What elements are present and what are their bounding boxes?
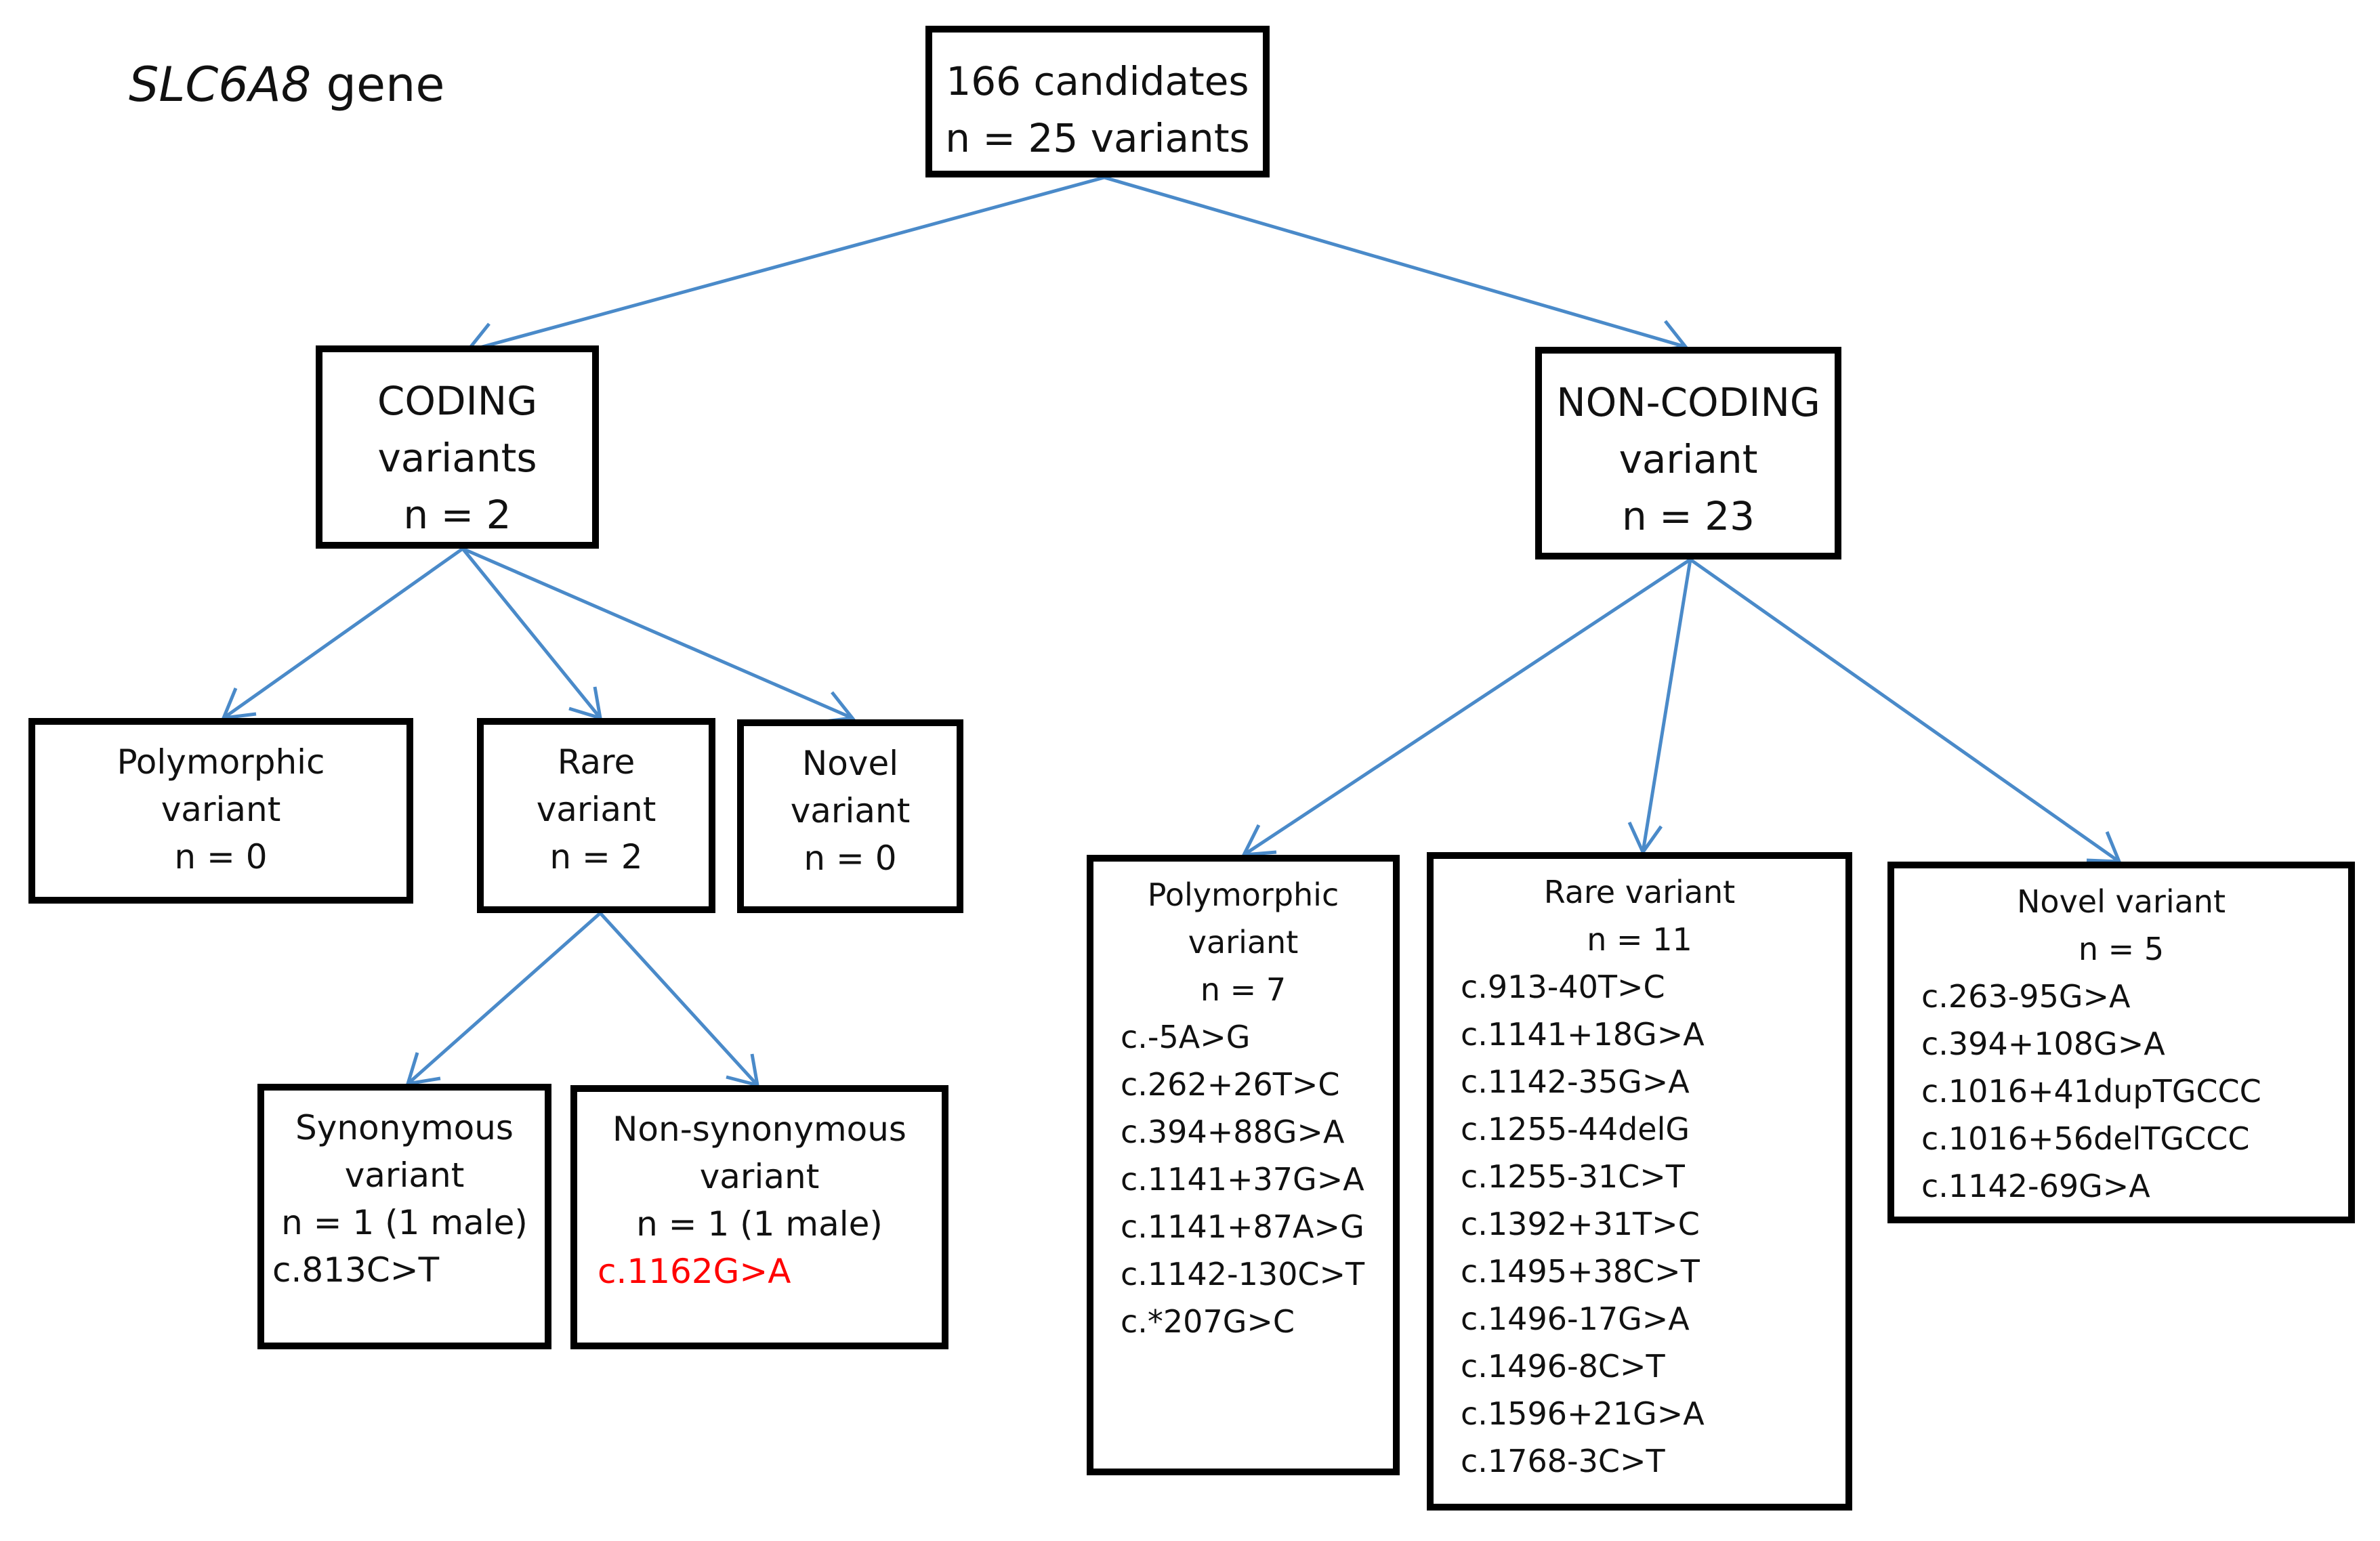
edge-rare-to-synonymous: [405, 912, 602, 1086]
noncoding-polymorphic-variant: c.394+88G>A: [1121, 1114, 1345, 1150]
noncoding-rare-variant: c.1768-3C>T: [1461, 1443, 1665, 1479]
noncoding-rare-variant: c.1142-35G>A: [1461, 1063, 1690, 1100]
coding-rare-line: Rare: [557, 742, 635, 782]
root-line: 166 candidates: [946, 58, 1249, 104]
coding-node: CODING variants n = 2: [316, 345, 599, 549]
noncoding-rare-line: Rare variant: [1543, 874, 1736, 910]
nonsynonymous-variant-highlight: c.1162G>A: [598, 1252, 791, 1291]
noncoding-polymorphic-variant: c.1141+37G>A: [1121, 1161, 1364, 1198]
coding-rare-line: variant: [536, 790, 656, 829]
noncoding-novel-node: Novel variant n = 5 c.263-95G>A c.394+10…: [1887, 862, 2355, 1223]
coding-novel-line: n = 0: [803, 839, 897, 878]
coding-line: variants: [377, 435, 537, 481]
noncoding-polymorphic-variant: c.262+26T>C: [1121, 1066, 1340, 1103]
noncoding-rare-variant: c.1496-17G>A: [1461, 1301, 1690, 1337]
noncoding-node: NON-CODING variant n = 23: [1535, 347, 1841, 560]
noncoding-rare-variant: c.1141+18G>A: [1461, 1016, 1705, 1053]
noncoding-rare-variant: c.1392+31T>C: [1461, 1206, 1700, 1242]
coding-line: CODING: [377, 378, 538, 424]
noncoding-novel-variant: c.1016+56delTGCCC: [1921, 1120, 2250, 1157]
edge-root-to-noncoding: [1104, 175, 1689, 353]
noncoding-novel-variant: c.263-95G>A: [1921, 978, 2131, 1015]
nonsynonymous-line: variant: [699, 1157, 820, 1196]
noncoding-rare-variant: c.1255-44delG: [1461, 1111, 1690, 1147]
synonymous-node: Synonymous variant n = 1 (1 male) c.813C…: [257, 1084, 551, 1349]
noncoding-rare-variant: c.1255-31C>T: [1461, 1158, 1685, 1195]
coding-polymorphic-line: variant: [161, 790, 281, 829]
coding-novel-node: Novel variant n = 0: [737, 719, 963, 913]
synonymous-line: variant: [344, 1156, 465, 1195]
noncoding-rare-line: n = 11: [1587, 921, 1692, 958]
noncoding-polymorphic-variant: c.1142-130C>T: [1121, 1256, 1365, 1292]
noncoding-polymorphic-variant: c.-5A>G: [1121, 1019, 1251, 1055]
noncoding-polymorphic-variant: c.*207G>C: [1121, 1303, 1295, 1340]
root-line: n = 25 variants: [945, 115, 1250, 161]
nonsynonymous-line: Non-synonymous: [612, 1110, 906, 1149]
noncoding-novel-variant: c.1142-69G>A: [1921, 1168, 2150, 1204]
noncoding-polymorphic-variant: c.1141+87A>G: [1121, 1208, 1364, 1245]
noncoding-polymorphic-line: variant: [1188, 924, 1299, 961]
nonsynonymous-node: Non-synonymous variant n = 1 (1 male) c.…: [570, 1085, 948, 1349]
noncoding-novel-line: Novel variant: [2017, 883, 2226, 920]
noncoding-line: variant: [1619, 436, 1758, 482]
edge-noncoding-to-rare: [1627, 559, 1692, 856]
synonymous-line: Synonymous: [295, 1108, 514, 1147]
noncoding-rare-variant: c.1496-8C>T: [1461, 1348, 1665, 1385]
noncoding-rare-variant: c.1495+38C>T: [1461, 1253, 1700, 1290]
noncoding-rare-variant: c.913-40T>C: [1461, 969, 1665, 1005]
coding-rare-line: n = 2: [549, 837, 643, 877]
edge-noncoding-to-poly: [1240, 557, 1692, 857]
gene-title: SLC6A8 gene: [129, 54, 444, 115]
nonsynonymous-line: n = 1 (1 male): [636, 1204, 883, 1244]
noncoding-novel-variant: c.394+108G>A: [1921, 1026, 2165, 1062]
noncoding-polymorphic-line: Polymorphic: [1147, 877, 1339, 913]
coding-polymorphic-node: Polymorphic variant n = 0: [28, 718, 413, 904]
noncoding-rare-node: Rare variant n = 11 c.913-40T>C c.1141+1…: [1427, 852, 1852, 1511]
coding-rare-node: Rare variant n = 2: [477, 718, 715, 913]
coding-line: n = 2: [403, 492, 512, 538]
noncoding-novel-line: n = 5: [2078, 931, 2165, 967]
root-node: 166 candidates n = 25 variants: [925, 26, 1270, 177]
gene-title-suffix: gene: [326, 57, 445, 112]
coding-polymorphic-line: Polymorphic: [117, 742, 325, 782]
noncoding-polymorphic-node: Polymorphic variant n = 7 c.-5A>G c.262+…: [1087, 855, 1400, 1475]
noncoding-line: n = 23: [1621, 493, 1755, 539]
edge-rare-to-nonsynonymous: [599, 912, 760, 1088]
gene-name: SLC6A8: [129, 57, 312, 112]
noncoding-polymorphic-line: n = 7: [1200, 971, 1287, 1008]
edge-root-to-coding: [464, 175, 1105, 357]
noncoding-novel-variant: c.1016+41dupTGCCC: [1921, 1073, 2261, 1110]
coding-novel-line: Novel: [801, 744, 899, 783]
noncoding-line: NON-CODING: [1556, 379, 1820, 425]
synonymous-line: n = 1 (1 male): [281, 1203, 528, 1242]
edge-coding-to-poly: [221, 547, 464, 721]
edge-coding-to-novel: [462, 547, 856, 724]
coding-novel-line: variant: [790, 791, 911, 830]
coding-polymorphic-line: n = 0: [174, 837, 268, 877]
noncoding-rare-variant: c.1596+21G>A: [1461, 1395, 1705, 1432]
edge-noncoding-to-novel: [1689, 557, 2122, 864]
synonymous-line: c.813C>T: [272, 1250, 440, 1290]
edge-coding-to-rare: [461, 547, 603, 721]
